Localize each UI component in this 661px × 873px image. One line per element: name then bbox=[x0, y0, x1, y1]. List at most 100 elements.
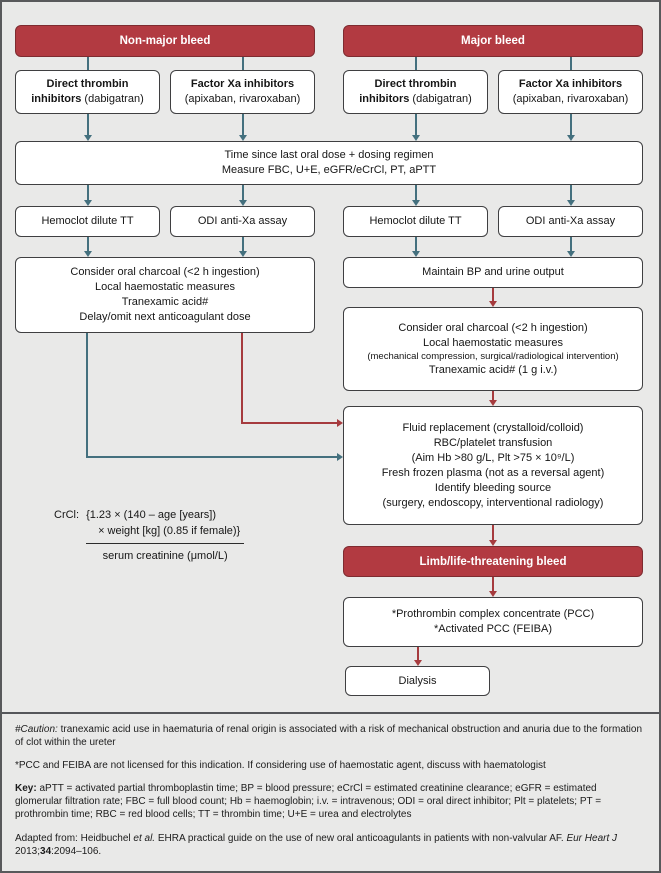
crcl-label: CrCl: bbox=[54, 509, 80, 521]
header-major-bleed: Major bleed bbox=[343, 25, 643, 57]
arrow-down-icon bbox=[489, 400, 497, 406]
arrow-down-icon bbox=[239, 251, 247, 257]
arrow-right-icon bbox=[337, 453, 343, 461]
connector-charcoal-fluid bbox=[492, 391, 494, 400]
pcc-line: *Prothrombin complex concentrate (PCC) bbox=[391, 608, 595, 620]
management-line: Local haemostatic measures bbox=[94, 281, 235, 293]
time-line2: Measure FBC, U+E, eGFR/eCrCl, PT, aPTT bbox=[221, 164, 437, 176]
connector-nonmajor-escalate-horizontal bbox=[241, 422, 337, 424]
arrow-down-icon bbox=[489, 301, 497, 307]
connector-nonmajor-hemoclot-horizontal bbox=[86, 456, 337, 458]
crcl-fraction: {1.23 × (140 – age [years]) × weight [kg… bbox=[86, 507, 245, 564]
arrow-right-icon bbox=[337, 419, 343, 427]
crcl-numerator-line1: {1.23 × (140 – age [years]) bbox=[86, 509, 217, 521]
fluid-line: Fluid replacement (crystalloid/colloid) bbox=[402, 421, 584, 434]
connector-time-odi-nonmajor bbox=[242, 185, 244, 200]
management-line: Local haemostatic measures bbox=[422, 336, 563, 349]
citation-journal: Eur Heart J bbox=[566, 833, 618, 844]
arrow-down-icon bbox=[412, 200, 420, 206]
box-direct-thrombin-inhibitors-nonmajor: Direct thrombin inhibitors (dabigatran) bbox=[15, 70, 160, 114]
connector-nonmajor-dti bbox=[87, 57, 89, 70]
drug-example: (dabigatran) bbox=[81, 93, 144, 105]
connector-time-hemoclot-nonmajor bbox=[87, 185, 89, 200]
caution-text: tranexamic acid use in haematuria of ren… bbox=[15, 724, 643, 748]
connector-time-odi-major bbox=[570, 185, 572, 200]
connector-limb-pcc bbox=[492, 577, 494, 591]
arrow-down-icon bbox=[567, 200, 575, 206]
connector-fluid-limb bbox=[492, 525, 494, 540]
assay-label: Hemoclot dilute TT bbox=[41, 215, 134, 227]
time-line1: Time since last oral dose + dosing regim… bbox=[224, 149, 434, 161]
box-hemoclot-major: Hemoclot dilute TT bbox=[343, 206, 488, 237]
connector-hemoclot-management bbox=[87, 237, 89, 251]
box-fluid-replacement: Fluid replacement (crystalloid/colloid) … bbox=[343, 406, 643, 525]
fluid-line: (Aim Hb >80 g/L, Plt >75 × 10⁹/L) bbox=[411, 451, 575, 464]
caution-prefix: #Caution: bbox=[15, 724, 58, 735]
assay-label: Hemoclot dilute TT bbox=[369, 215, 462, 227]
connector-odi-maintainbp bbox=[570, 237, 572, 251]
drug-name: Direct thrombin inhibitors bbox=[359, 78, 457, 105]
box-hemoclot-nonmajor: Hemoclot dilute TT bbox=[15, 206, 160, 237]
header-label: Non-major bleed bbox=[119, 35, 211, 47]
fluid-line: RBC/platelet transfusion bbox=[433, 436, 553, 449]
connector-major-fxa bbox=[570, 57, 572, 70]
header-limb-life-threatening: Limb/life-threatening bleed bbox=[343, 546, 643, 577]
connector-pcc-dialysis bbox=[417, 647, 419, 660]
key-text: aPTT = activated partial thromboplastin … bbox=[15, 783, 602, 820]
citation-pages: :2094–106. bbox=[51, 846, 102, 857]
footnote-caution: #Caution: tranexamic acid use in haematu… bbox=[15, 723, 646, 749]
arrow-down-icon bbox=[84, 200, 92, 206]
drug-example: (apixaban, rivaroxaban) bbox=[184, 93, 301, 105]
citation-etal: et al. bbox=[133, 833, 156, 844]
box-odi-assay-nonmajor: ODI anti-Xa assay bbox=[170, 206, 315, 237]
connector-maintainbp-charcoal bbox=[492, 288, 494, 301]
box-odi-assay-major: ODI anti-Xa assay bbox=[498, 206, 643, 237]
connector-dti-time bbox=[87, 114, 89, 135]
drug-name: Factor Xa inhibitors bbox=[518, 78, 623, 90]
citation-text: 2013; bbox=[15, 846, 41, 857]
maintain-bp-label: Maintain BP and urine output bbox=[422, 266, 564, 278]
connector-fxa-time bbox=[242, 114, 244, 135]
fluid-line: Fresh frozen plasma (not as a reversal a… bbox=[381, 466, 605, 479]
box-direct-thrombin-inhibitors-major: Direct thrombin inhibitors (dabigatran) bbox=[343, 70, 488, 114]
box-factor-xa-inhibitors-major: Factor Xa inhibitors (apixaban, rivaroxa… bbox=[498, 70, 643, 114]
connector-time-hemoclot-major bbox=[415, 185, 417, 200]
crcl-numerator-line2: × weight [kg] (0.85 if female)} bbox=[98, 525, 241, 537]
arrow-down-icon bbox=[414, 660, 422, 666]
arrow-down-icon bbox=[84, 251, 92, 257]
box-pcc: *Prothrombin complex concentrate (PCC) *… bbox=[343, 597, 643, 647]
management-line: Delay/omit next anticoagulant dose bbox=[79, 311, 251, 323]
drug-name: Direct thrombin inhibitors bbox=[31, 78, 129, 105]
connector-nonmajor-hemoclot-vertical bbox=[86, 333, 88, 458]
footnote-citation: Adapted from: Heidbuchel et al. EHRA pra… bbox=[15, 832, 646, 858]
connector-major-dti bbox=[415, 57, 417, 70]
pcc-note-text: *PCC and FEIBA are not licensed for this… bbox=[15, 760, 546, 771]
connector-nonmajor-fxa bbox=[242, 57, 244, 70]
footer-divider bbox=[2, 712, 659, 714]
box-maintain-bp: Maintain BP and urine output bbox=[343, 257, 643, 288]
management-line: Consider oral charcoal (<2 h ingestion) bbox=[70, 266, 260, 278]
connector-fxa-time-major bbox=[570, 114, 572, 135]
management-line: Consider oral charcoal (<2 h ingestion) bbox=[398, 321, 588, 334]
arrow-down-icon bbox=[489, 591, 497, 597]
drug-example: (apixaban, rivaroxaban) bbox=[512, 93, 629, 105]
arrow-down-icon bbox=[84, 135, 92, 141]
management-line: Tranexamic acid# (1 g i.v.) bbox=[428, 363, 558, 376]
arrow-down-icon bbox=[567, 251, 575, 257]
crcl-denominator: serum creatinine (μmol/L) bbox=[102, 550, 228, 562]
citation-volume: 34 bbox=[40, 846, 52, 857]
fluid-line: (surgery, endoscopy, interventional radi… bbox=[382, 496, 604, 509]
crcl-numerator: {1.23 × (140 – age [years]) × weight [kg… bbox=[86, 507, 245, 544]
box-dialysis: Dialysis bbox=[345, 666, 490, 696]
header-non-major-bleed: Non-major bleed bbox=[15, 25, 315, 57]
pcc-line: *Activated PCC (FEIBA) bbox=[434, 623, 552, 635]
box-time-since-last-dose: Time since last oral dose + dosing regim… bbox=[15, 141, 643, 185]
footnote-pcc-license: *PCC and FEIBA are not licensed for this… bbox=[15, 759, 646, 772]
assay-label: ODI anti-Xa assay bbox=[525, 215, 616, 227]
management-line-small: (mechanical compression, surgical/radiol… bbox=[367, 350, 619, 362]
box-nonmajor-management: Consider oral charcoal (<2 h ingestion) … bbox=[15, 257, 315, 333]
fluid-line: Identify bleeding source bbox=[434, 481, 552, 494]
arrow-down-icon bbox=[412, 251, 420, 257]
arrow-down-icon bbox=[239, 135, 247, 141]
